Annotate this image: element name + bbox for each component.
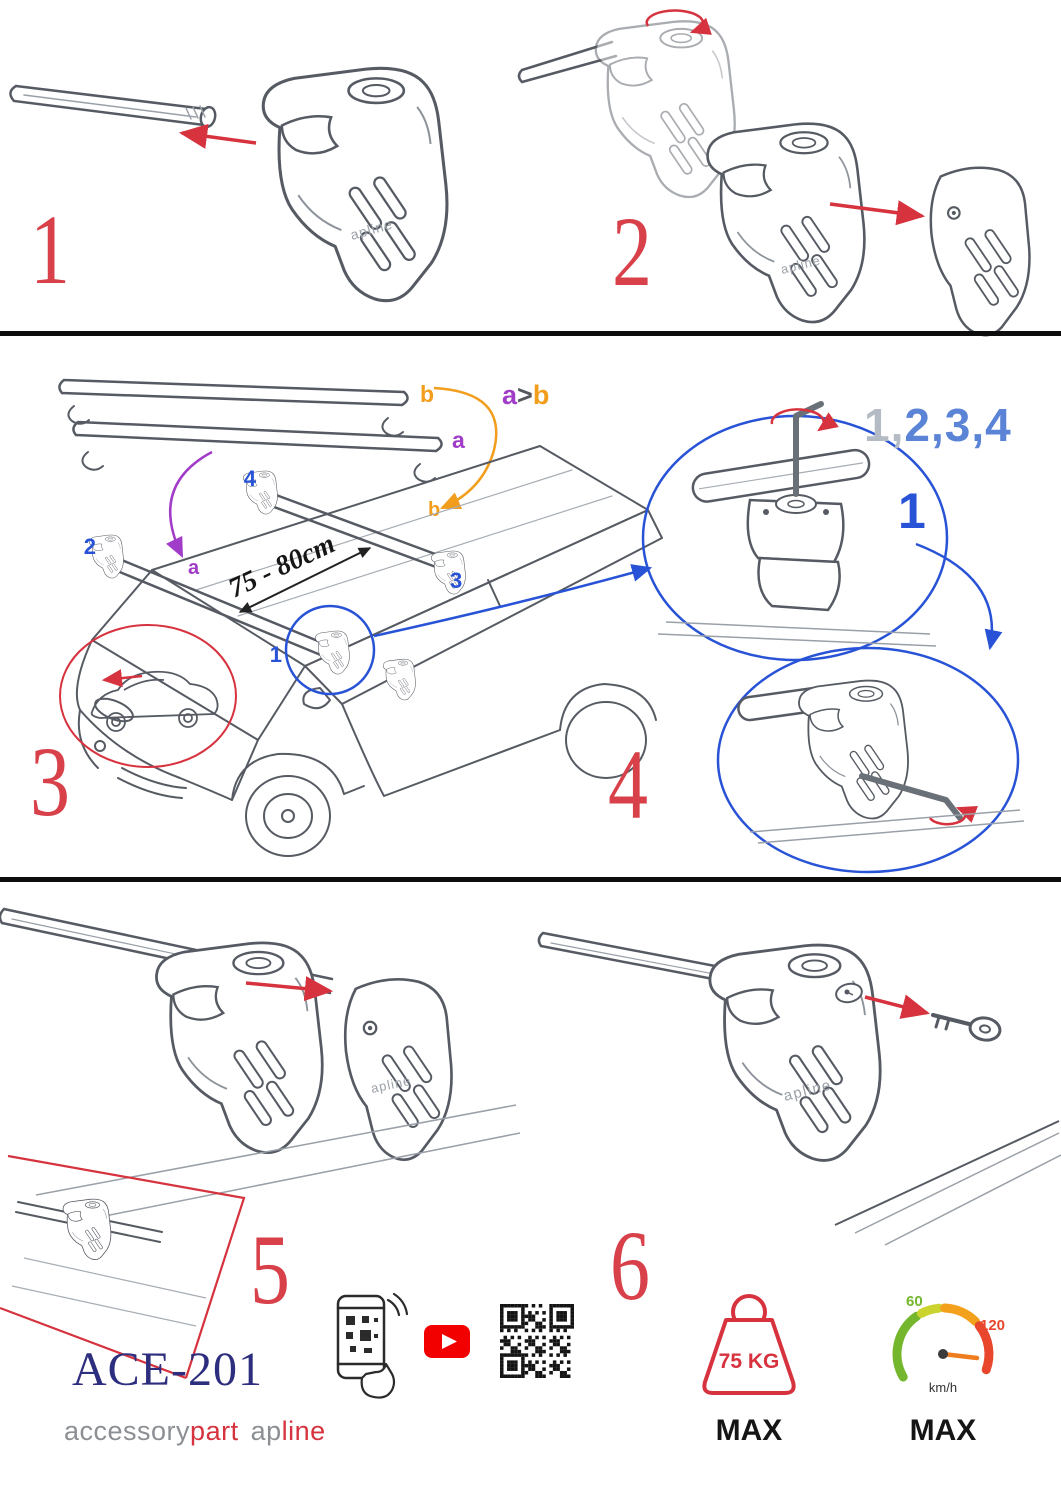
car-direction-note: [59, 624, 237, 768]
step1-illustration: apline: [9, 66, 449, 303]
detail-pointer-arrow: [373, 564, 653, 638]
roof-lines: [11, 1257, 207, 1327]
lock-cylinder: [835, 982, 863, 1004]
phone-scan-icon: [336, 1292, 409, 1399]
step4-illustration: 1: [641, 401, 1025, 874]
position-4-label: 4: [244, 466, 257, 491]
detail-top-content: [657, 401, 937, 647]
speed-max-label: MAX: [909, 1414, 977, 1447]
detail-step-label: 1: [898, 483, 926, 539]
sequence-label: 1,2,3,4: [864, 399, 1012, 451]
a-on-car-label: a: [188, 557, 200, 579]
direction-arrow: [101, 669, 143, 688]
bar-b-label: b: [420, 381, 434, 407]
qr-code: [500, 1304, 574, 1378]
foot-clamp: [261, 66, 449, 303]
side-cover: [343, 977, 453, 1162]
front-crossbar: [106, 554, 334, 660]
model-code: ACE-201: [72, 1343, 263, 1396]
step6-illustration: apline: [537, 931, 1061, 1246]
step-3-number: 3: [30, 726, 70, 837]
distance-label: 75 - 80cm: [224, 528, 340, 604]
position-1-label: 1: [270, 642, 282, 667]
foot-clamp: [708, 943, 882, 1162]
b-on-car-label: b: [428, 499, 440, 521]
compare-label: a>b: [502, 380, 549, 410]
b-position-arrow: [433, 386, 498, 510]
step-5-number: 5: [250, 1214, 290, 1325]
rear-crossbar: [262, 490, 450, 572]
step-4-number: 4: [608, 729, 648, 840]
roof-lines: [35, 1104, 521, 1224]
crossbar: [9, 84, 217, 129]
weight-limit-icon: 75 KG: [702, 1294, 796, 1395]
detail-bottom-content: [737, 679, 1025, 844]
step-6-number: 6: [610, 1210, 650, 1321]
youtube-icon: [424, 1325, 470, 1358]
weight-max-label: MAX: [715, 1414, 783, 1447]
foot-clamp: [706, 122, 866, 324]
speed-low-label: 60: [906, 1293, 923, 1310]
foot-clamp: [62, 1198, 112, 1260]
cover-arrow: [245, 976, 334, 1002]
side-cover: [929, 166, 1031, 337]
roof-lines: [834, 1120, 1061, 1246]
loose-foot: [382, 658, 416, 701]
detail-highlight-circle: [284, 604, 376, 696]
attach-arrow: [829, 200, 926, 226]
key-arrow: [864, 994, 931, 1019]
step2-illustration: apline: [517, 9, 1031, 337]
insert-arrow: [178, 123, 257, 149]
speed-limit-icon: 60 120 km/h: [892, 1293, 1005, 1395]
rotate-arrow: [645, 9, 712, 35]
detail-circle-bottom: [716, 646, 1020, 874]
step3-illustration: b a a>b b a: [58, 378, 663, 857]
section-divider: [0, 331, 1061, 336]
step-1-number: 1: [30, 194, 70, 305]
position-3-label: 3: [450, 568, 462, 593]
distance-arrow: [238, 547, 372, 613]
detail-link-curve: [915, 542, 1003, 651]
turn-arrow: [770, 408, 839, 432]
position-2-label: 2: [84, 534, 96, 559]
speed-unit-label: km/h: [929, 1380, 957, 1395]
step5-illustration: apline: [0, 907, 521, 1224]
bar-a-label: a: [452, 427, 465, 453]
spare-crossbar-a: [72, 420, 443, 483]
speed-needle: [940, 1351, 980, 1361]
step-2-number: 2: [612, 196, 652, 307]
red-frame: [0, 1154, 246, 1380]
key-icon: [931, 1013, 1002, 1042]
foot-position-1: [315, 630, 350, 675]
turn-arrow: [928, 806, 979, 826]
roof-corner-inset: [0, 1154, 246, 1380]
car-outline: [75, 445, 663, 857]
section-divider: [0, 877, 1061, 882]
spare-crossbar-b: [58, 378, 409, 437]
foot-clamp: [155, 941, 324, 1155]
speed-high-label: 120: [980, 1317, 1005, 1334]
a-position-arrow: [166, 450, 213, 559]
phone-qr-pixels: [346, 1316, 378, 1353]
weight-limit-value: 75 KG: [719, 1350, 780, 1373]
